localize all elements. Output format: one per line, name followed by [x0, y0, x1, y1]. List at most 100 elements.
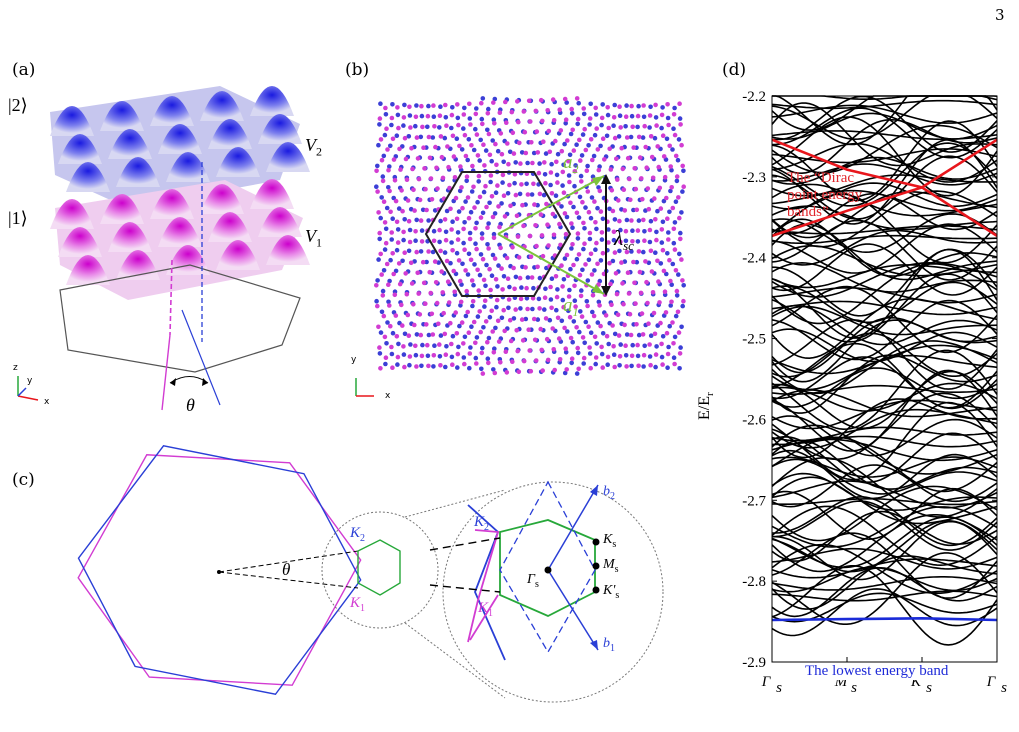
lattice-site [665, 216, 670, 221]
lattice-site [528, 254, 534, 260]
lattice-site [529, 275, 535, 280]
lattice-site [564, 214, 570, 220]
lattice-site [440, 175, 446, 181]
lattice-site [389, 230, 394, 235]
lattice-site [463, 313, 469, 319]
lattice-site [595, 205, 600, 211]
lattice-site [647, 125, 652, 130]
lattice-site [401, 237, 406, 243]
lattice-site [448, 206, 453, 212]
lattice-site [678, 236, 683, 242]
lattice-site [466, 215, 472, 221]
potential-peak [216, 240, 260, 270]
lattice-site [582, 241, 587, 246]
lattice-site [486, 246, 491, 251]
lattice-site [562, 370, 568, 376]
lattice-site [553, 193, 559, 198]
energy-band [771, 104, 998, 124]
lattice-site [515, 234, 521, 239]
lattice-hexagon [59, 264, 301, 373]
lattice-site [403, 156, 409, 162]
lattice-site [389, 351, 395, 357]
lattice-site [543, 151, 549, 156]
lattice-site [455, 230, 461, 235]
lattice-site [482, 304, 487, 309]
potential-peak [200, 184, 244, 214]
panel-c-figure [77, 445, 664, 703]
lattice-site [519, 317, 525, 322]
lattice-site [442, 217, 448, 222]
lattice-site [413, 352, 419, 358]
lattice-site [469, 324, 474, 329]
lattice-site [378, 330, 384, 335]
lattice-site [496, 339, 502, 344]
lattice-site [377, 351, 383, 356]
lattice-site [449, 227, 454, 232]
lattice-site [588, 251, 594, 257]
lattice-site [543, 180, 548, 186]
lattice-site [587, 236, 593, 242]
lattice-site [679, 210, 684, 215]
lattice-site [381, 313, 387, 319]
lattice-site [611, 123, 616, 128]
lattice-site [630, 239, 635, 244]
lattice-site [648, 218, 654, 224]
lattice-site [405, 198, 411, 203]
lattice-site [473, 111, 479, 117]
lattice-site [642, 343, 647, 349]
lattice-site [506, 297, 512, 302]
lattice-site [504, 120, 509, 125]
lattice-site [380, 288, 386, 294]
lattice-site [550, 97, 556, 102]
energy-band [771, 248, 998, 317]
lattice-site [652, 331, 658, 337]
lattice-site [664, 330, 670, 336]
lattice-site [540, 253, 546, 259]
lattice-site [578, 309, 583, 314]
lattice-site [505, 191, 511, 196]
lattice-site [391, 271, 396, 277]
lattice-site [604, 133, 610, 139]
lattice-site [569, 221, 574, 226]
lattice-site [588, 215, 594, 221]
lattice-site [530, 306, 535, 312]
lattice-site [562, 325, 567, 331]
lattice-site [445, 279, 451, 284]
lattice-site [617, 363, 622, 368]
lattice-site [664, 195, 669, 201]
lattice-site [449, 240, 454, 245]
lattice-site [659, 240, 665, 245]
energy-band [771, 156, 998, 185]
lattice-site [618, 125, 623, 130]
energy-band [771, 305, 998, 336]
lattice-site [560, 297, 566, 303]
lattice-site [430, 332, 436, 337]
lattice-site [412, 322, 417, 328]
energy-band [771, 506, 998, 548]
lattice-site [471, 319, 477, 325]
lattice-site [449, 125, 454, 131]
lattice-site [618, 342, 623, 347]
lattice-site [571, 319, 577, 324]
lattice-site [557, 107, 562, 112]
lattice-site [605, 112, 611, 118]
lattice-site [612, 331, 618, 337]
lattice-site [388, 143, 393, 149]
energy-band [771, 304, 998, 346]
lattice-site [444, 344, 449, 349]
lattice-site [637, 155, 643, 160]
lattice-site [587, 116, 593, 121]
lattice-site [374, 184, 379, 189]
lattice-site [649, 154, 655, 160]
lattice-site [543, 316, 549, 321]
lattice-site [557, 357, 563, 362]
lattice-site [555, 151, 561, 157]
lattice-site [379, 195, 384, 200]
lattice-site [550, 211, 556, 217]
lattice-site [465, 157, 470, 163]
lattice-site [567, 179, 572, 185]
lattice-site [501, 274, 507, 279]
lattice-site [485, 242, 490, 247]
lattice-site [401, 344, 406, 349]
lattice-site [417, 197, 423, 203]
